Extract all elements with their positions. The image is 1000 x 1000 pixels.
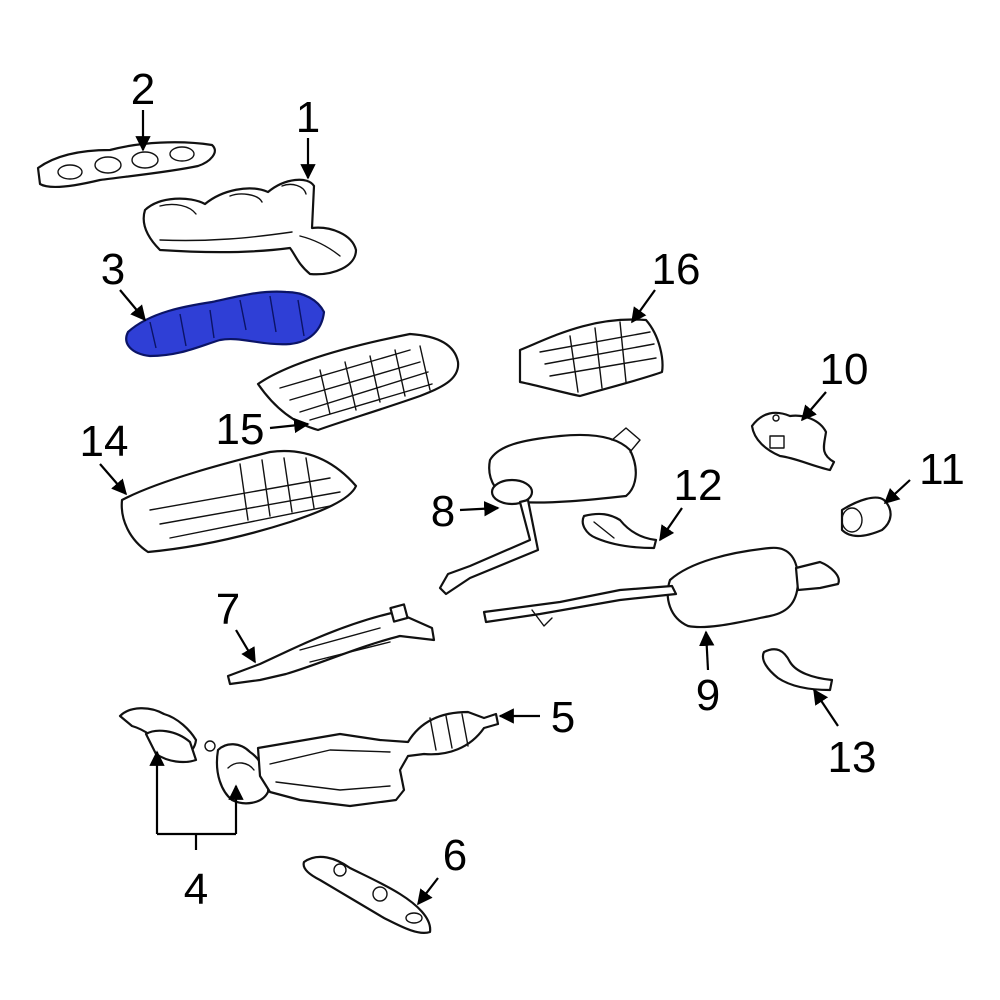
rear-floor-heat-shield-part[interactable]: [518, 318, 664, 398]
bracket-part[interactable]: [302, 855, 432, 934]
callout-2: 2: [131, 65, 155, 114]
callout-15: 15: [216, 405, 265, 454]
callout-16: 16: [652, 245, 701, 294]
callout-12: 12: [674, 461, 723, 510]
callout-7: 7: [216, 585, 240, 634]
intermediate-muffler-part[interactable]: [438, 427, 641, 596]
muffler-shield-part[interactable]: [581, 512, 658, 550]
callout-9: 9: [696, 671, 720, 720]
callout-labels: 1 2 3 4 5 6 7 8 9 10 11 12 13 14 15 16: [80, 65, 965, 914]
leader-lines: [99, 110, 911, 906]
heat-shield-highlighted-part[interactable]: [125, 290, 326, 358]
callout-3: 3: [101, 245, 125, 294]
rear-muffler-part[interactable]: [482, 546, 840, 629]
tail-pipe-tip-part[interactable]: [840, 496, 892, 538]
callout-1: 1: [296, 93, 320, 142]
manifold-gasket-part[interactable]: [36, 141, 216, 189]
callout-10: 10: [820, 345, 869, 394]
callout-11: 11: [919, 445, 965, 494]
exhaust-manifold-part[interactable]: [142, 178, 358, 276]
callout-5: 5: [551, 693, 575, 742]
hanger-bracket-part[interactable]: [750, 411, 836, 472]
lower-heat-shield-part[interactable]: [120, 449, 358, 554]
catalytic-converters-part[interactable]: [118, 707, 270, 805]
callout-8: 8: [431, 487, 455, 536]
callout-6: 6: [443, 831, 467, 880]
center-pipe-part[interactable]: [226, 603, 436, 686]
callout-13: 13: [828, 733, 877, 782]
center-heat-shield-part[interactable]: [256, 332, 460, 432]
rear-heat-shield-part[interactable]: [761, 648, 834, 692]
callout-14: 14: [80, 417, 129, 466]
callout-4: 4: [184, 865, 208, 914]
front-pipe-part[interactable]: [256, 710, 500, 808]
